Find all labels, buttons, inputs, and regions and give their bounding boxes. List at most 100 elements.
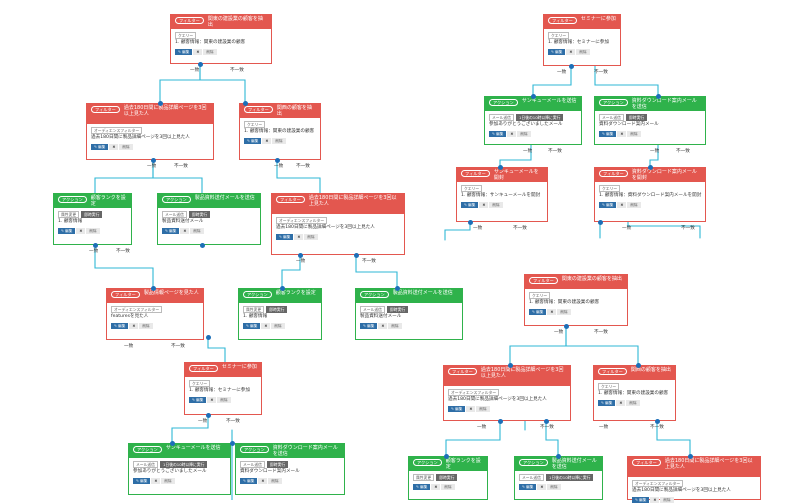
connector-dot[interactable]: [497, 164, 503, 170]
edit-button[interactable]: ✎ 編集: [413, 484, 431, 490]
edit-button[interactable]: ✎ 編集: [599, 202, 617, 208]
connector-dot[interactable]: [197, 61, 203, 67]
delete-button[interactable]: 削除: [161, 478, 175, 484]
flow-node[interactable]: アクション顧客ランクを設定属性変更即時実行✎ 編集✖削除: [408, 456, 488, 500]
delete-button[interactable]: 削除: [190, 228, 204, 234]
edit-button[interactable]: ✎ 編集: [189, 397, 207, 403]
delete-button[interactable]: 削除: [489, 202, 503, 208]
delete-button[interactable]: 削除: [217, 397, 231, 403]
connector-dot[interactable]: [229, 440, 235, 446]
delete-button[interactable]: 削除: [476, 406, 490, 412]
close-icon[interactable]: ✖: [261, 323, 271, 329]
delete-button[interactable]: 削除: [139, 323, 153, 329]
close-icon[interactable]: ✖: [378, 323, 388, 329]
connector-dot[interactable]: [467, 219, 473, 225]
flow-node[interactable]: アクション製品資料送付メールを送信メール送信即時実行製品資料送付メール✎ 編集✖…: [157, 193, 261, 245]
connector-dot[interactable]: [497, 418, 503, 424]
connector-dot[interactable]: [150, 285, 156, 291]
delete-button[interactable]: 削除: [304, 234, 318, 240]
delete-button[interactable]: 削除: [626, 400, 640, 406]
flow-node[interactable]: フィルター過去180日間に製品詳細ページを3回以上見た人オーディエンスフィルター…: [627, 456, 761, 503]
flow-node[interactable]: アクション資料ダウンロード案内メールを送信メール送信即時実行資料ダウンロード案内…: [235, 443, 345, 495]
flow-node[interactable]: フィルター過去180日間に製品詳細ページを3回以上見た人オーディエンスフィルター…: [86, 103, 214, 160]
edit-button[interactable]: ✎ 編集: [519, 484, 537, 490]
connector-dot[interactable]: [543, 418, 549, 424]
delete-button[interactable]: 削除: [660, 497, 674, 503]
connector-dot[interactable]: [297, 252, 303, 258]
edit-button[interactable]: ✎ 編集: [244, 138, 262, 144]
edit-button[interactable]: ✎ 編集: [162, 228, 180, 234]
close-icon[interactable]: ✖: [151, 478, 161, 484]
close-icon[interactable]: ✖: [617, 131, 627, 137]
connector-dot[interactable]: [205, 334, 211, 340]
connector-dot[interactable]: [507, 362, 513, 368]
close-icon[interactable]: ✖: [258, 478, 268, 484]
connector-dot[interactable]: [169, 440, 175, 446]
connector-dot[interactable]: [353, 252, 359, 258]
edit-button[interactable]: ✎ 編集: [175, 49, 193, 55]
connector-dot[interactable]: [597, 219, 603, 225]
edit-button[interactable]: ✎ 編集: [632, 497, 650, 503]
edit-button[interactable]: ✎ 編集: [448, 406, 466, 412]
edit-button[interactable]: ✎ 編集: [461, 202, 479, 208]
connector-dot[interactable]: [205, 412, 211, 418]
connector-dot[interactable]: [274, 157, 280, 163]
edit-button[interactable]: ✎ 編集: [548, 49, 566, 55]
edit-button[interactable]: ✎ 編集: [111, 323, 129, 329]
connector-dot[interactable]: [530, 93, 536, 99]
edit-button[interactable]: ✎ 編集: [133, 478, 151, 484]
edit-button[interactable]: ✎ 編集: [243, 323, 261, 329]
delete-button[interactable]: 削除: [203, 49, 217, 55]
connector-dot[interactable]: [687, 453, 693, 459]
connector-dot[interactable]: [635, 362, 641, 368]
delete-button[interactable]: 削除: [627, 202, 641, 208]
delete-button[interactable]: 削除: [119, 144, 133, 150]
delete-button[interactable]: 削除: [441, 484, 455, 490]
connector-dot[interactable]: [394, 285, 400, 291]
delete-button[interactable]: 削除: [272, 138, 286, 144]
connector-dot[interactable]: [199, 242, 205, 248]
connector-dot[interactable]: [92, 242, 98, 248]
delete-button[interactable]: 削除: [627, 131, 641, 137]
connector-dot[interactable]: [150, 157, 156, 163]
close-icon[interactable]: ✖: [566, 49, 576, 55]
delete-button[interactable]: 削除: [268, 478, 282, 484]
close-icon[interactable]: ✖: [650, 497, 660, 503]
connector-dot[interactable]: [555, 453, 561, 459]
delete-button[interactable]: 削除: [388, 323, 402, 329]
close-icon[interactable]: ✖: [466, 406, 476, 412]
close-icon[interactable]: ✖: [431, 484, 441, 490]
edit-button[interactable]: ✎ 編集: [58, 228, 76, 234]
close-icon[interactable]: ✖: [294, 234, 304, 240]
edit-button[interactable]: ✎ 編集: [240, 478, 258, 484]
close-icon[interactable]: ✖: [617, 202, 627, 208]
edit-button[interactable]: ✎ 編集: [598, 400, 616, 406]
edit-button[interactable]: ✎ 編集: [489, 131, 507, 137]
connector-dot[interactable]: [563, 323, 569, 329]
close-icon[interactable]: ✖: [129, 323, 139, 329]
connector-dot[interactable]: [654, 418, 660, 424]
edit-button[interactable]: ✎ 編集: [599, 131, 617, 137]
close-icon[interactable]: ✖: [507, 131, 517, 137]
close-icon[interactable]: ✖: [547, 309, 557, 315]
connector-dot[interactable]: [655, 93, 661, 99]
connector-dot[interactable]: [443, 453, 449, 459]
connector-dot[interactable]: [242, 100, 248, 106]
edit-button[interactable]: ✎ 編集: [276, 234, 294, 240]
delete-button[interactable]: 削除: [576, 49, 590, 55]
close-icon[interactable]: ✖: [76, 228, 86, 234]
close-icon[interactable]: ✖: [109, 144, 119, 150]
flow-node[interactable]: アクション資料ダウンロード案内メールを送信メール送信即時実行資料ダウンロード案内…: [594, 96, 706, 145]
delete-button[interactable]: 削除: [517, 131, 531, 137]
connector-dot[interactable]: [568, 63, 574, 69]
